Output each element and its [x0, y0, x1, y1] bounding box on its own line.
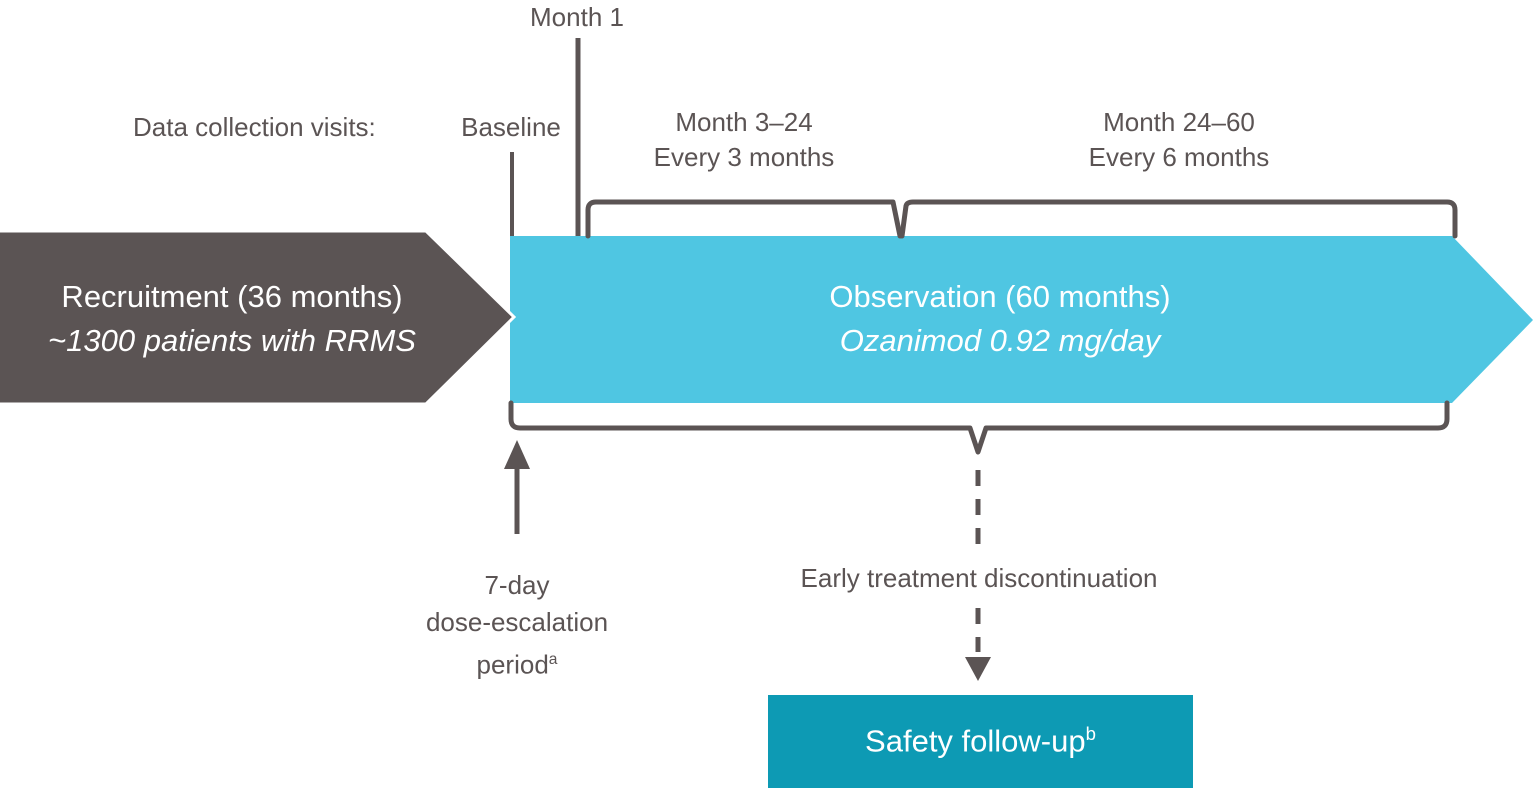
- safety-followup-text: Safety follow-upb: [865, 723, 1096, 759]
- footnote-a: a: [548, 651, 558, 668]
- dose-escalation-label: 7-day dose-escalation perioda: [426, 567, 608, 684]
- observation-arrow-label: Observation (60 months) Ozanimod 0.92 mg…: [829, 275, 1170, 363]
- recruitment-arrow-shape: [0, 229, 517, 406]
- dose-escalation-line: 7-day: [484, 570, 550, 600]
- footnote-b: b: [1085, 723, 1096, 745]
- recruitment-line2: ~1300 patients with RRMS: [48, 323, 416, 358]
- safety-followup-label: Safety follow-upb: [768, 695, 1193, 788]
- discontinuation-down-arrowhead-icon: [965, 657, 991, 681]
- observation-line1: Observation (60 months): [829, 279, 1171, 314]
- interval-line: Month 24–60: [1103, 107, 1255, 137]
- interval-month-3-24-label: Month 3–24 Every 3 months: [654, 105, 835, 175]
- bracket-month-3-24-shape: [585, 199, 903, 239]
- recruitment-arrow-label: Recruitment (36 months) ~1300 patients w…: [48, 275, 416, 363]
- observation-arrow-shape: [510, 236, 1533, 403]
- baseline-label: Baseline: [461, 112, 561, 142]
- month1-label: Month 1: [530, 2, 624, 32]
- interval-month-24-60-label: Month 24–60 Every 6 months: [1089, 105, 1270, 175]
- dose-escalation-line: perioda: [476, 649, 558, 680]
- interval-line: Every 3 months: [653, 142, 835, 172]
- observation-line2: Ozanimod 0.92 mg/day: [839, 323, 1161, 358]
- recruitment-line1: Recruitment (36 months): [61, 279, 403, 314]
- data-collection-visits-label: Data collection visits:: [133, 112, 376, 142]
- early-discontinuation-label: Early treatment discontinuation: [800, 563, 1158, 593]
- safety-followup-box: [768, 695, 1193, 788]
- bracket-month-24-60-shape: [899, 199, 1458, 239]
- interval-line: Every 6 months: [1088, 142, 1270, 172]
- dose-escalation-line: dose-escalation: [425, 607, 609, 637]
- dose-escalation-up-arrowhead-icon: [504, 440, 530, 469]
- interval-line: Month 3–24: [675, 107, 813, 137]
- observation-bottom-brace-shape: [508, 400, 1450, 455]
